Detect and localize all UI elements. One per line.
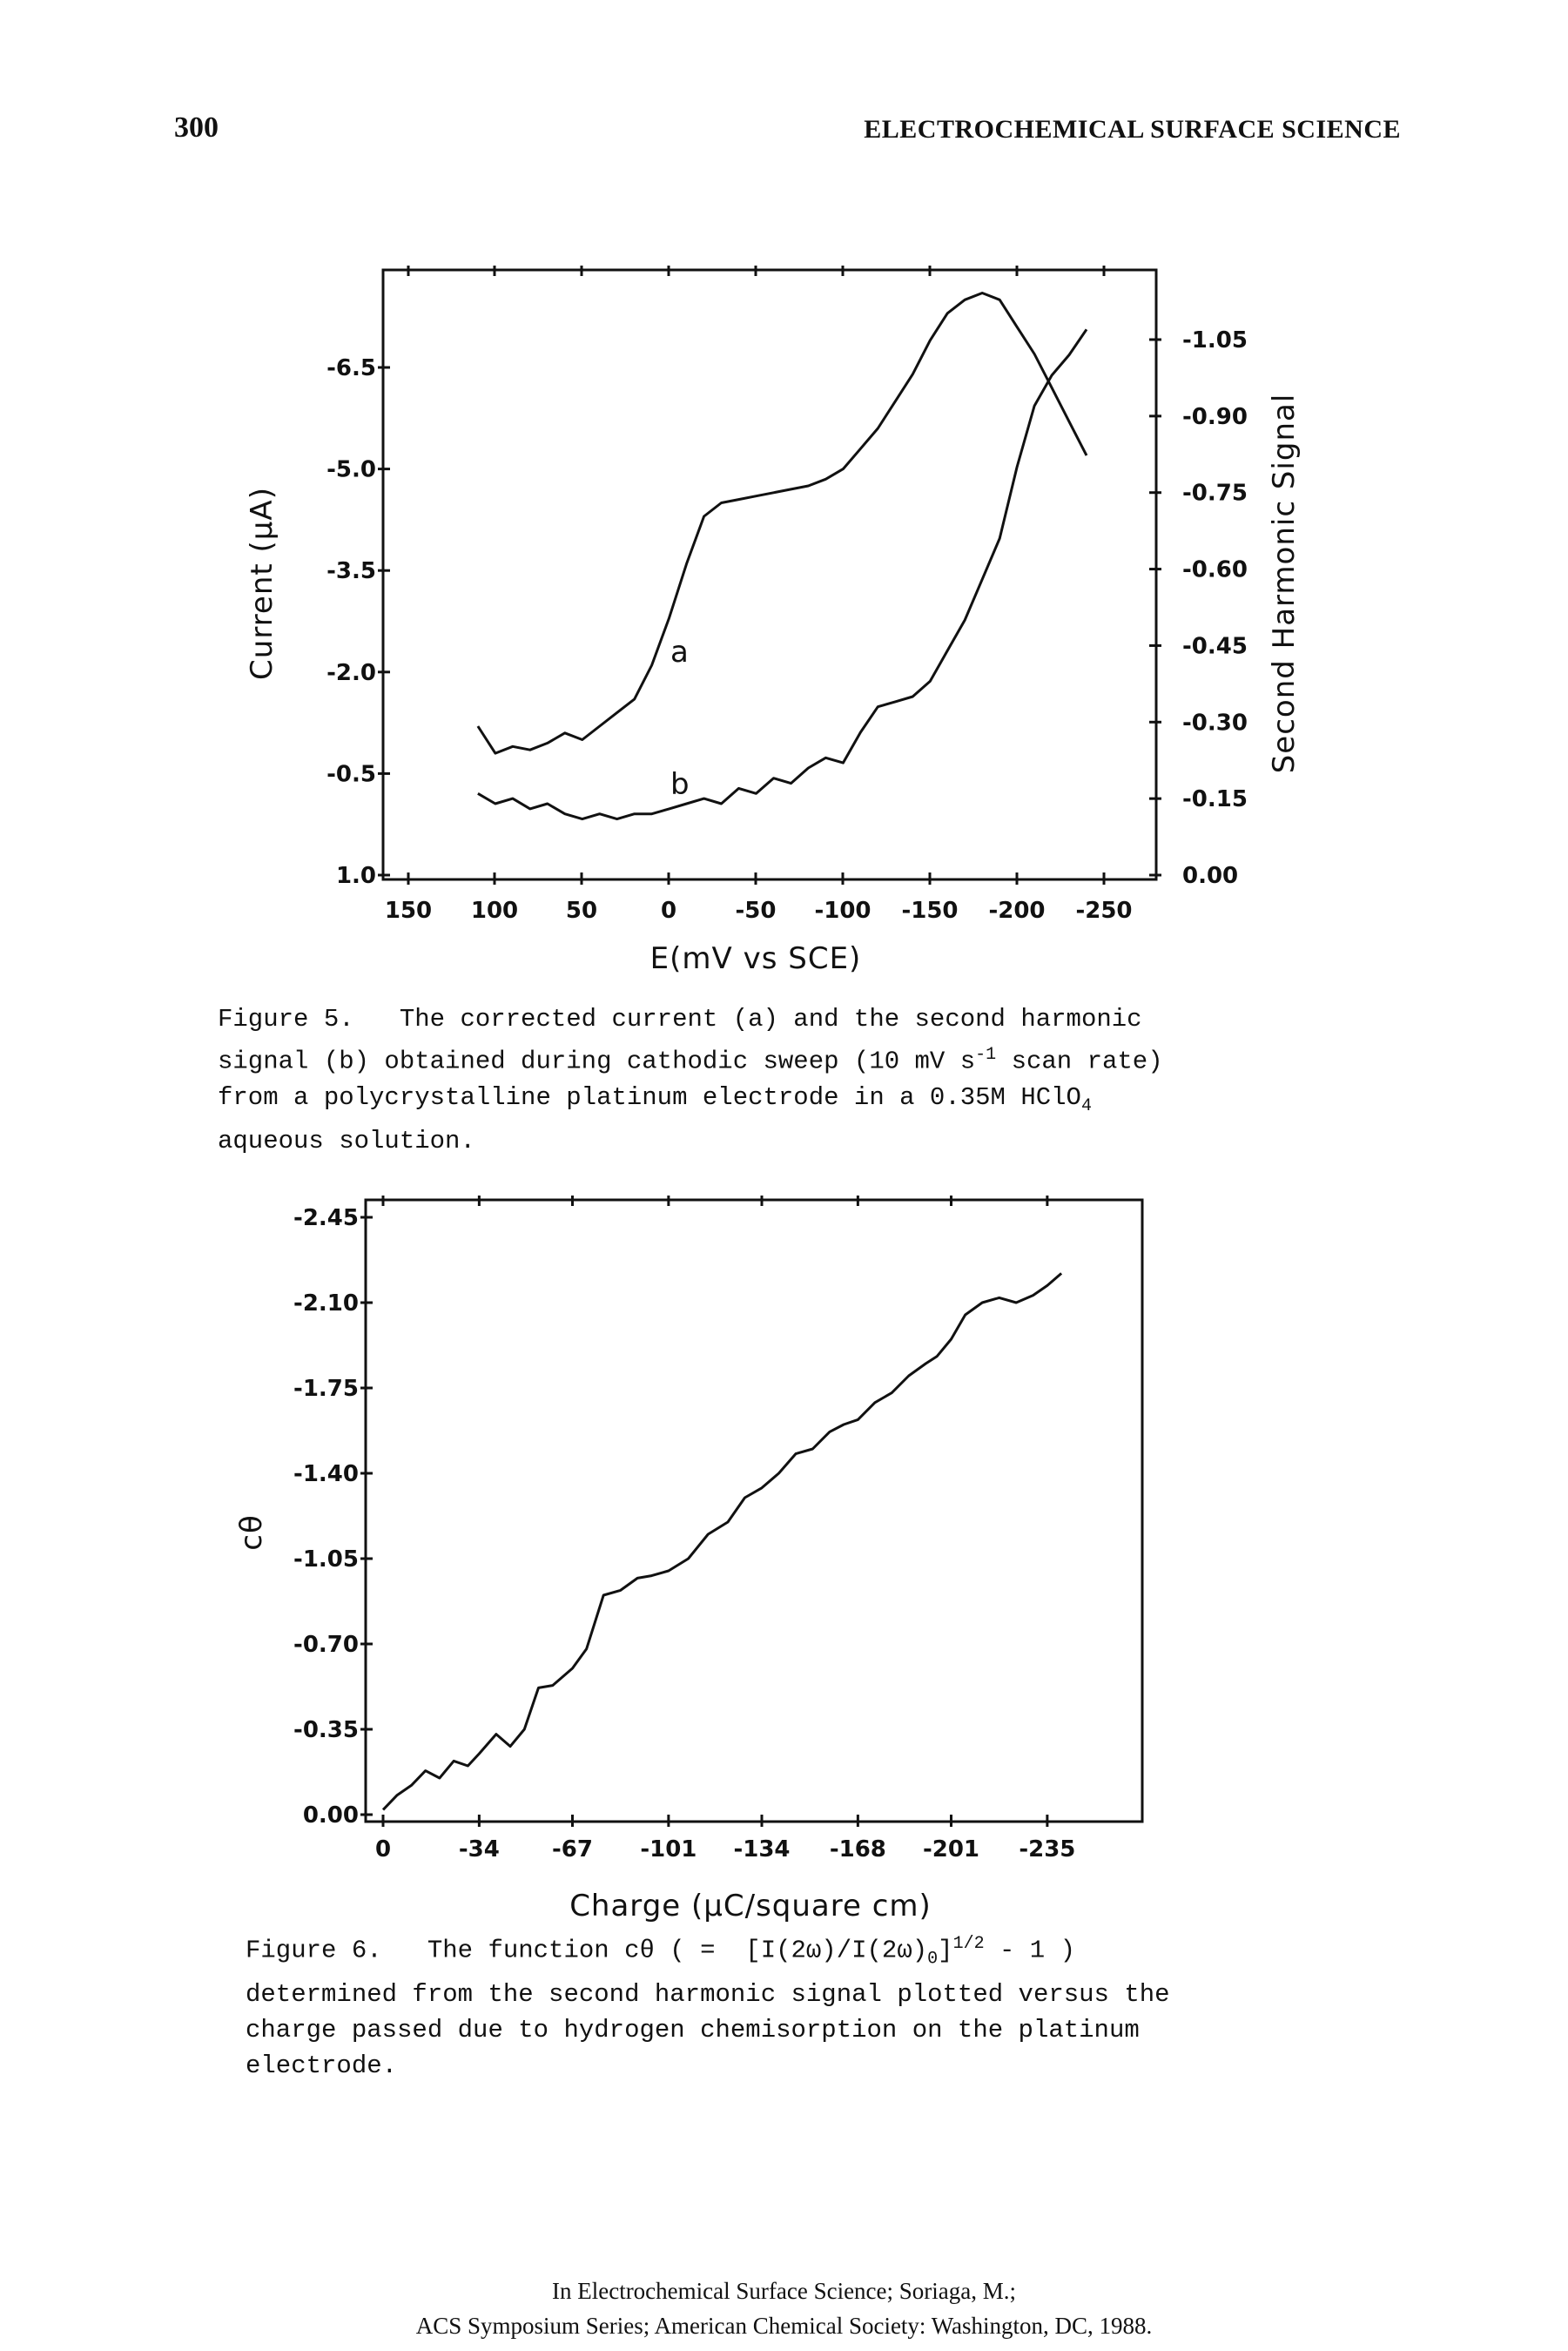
figure-5-chart: 150 100 50 0 -50 -100 -150 -200 -250 -6.5 -5.0 -3.5… [245, 266, 1302, 976]
fig6-x-tick-label: -67 [552, 1836, 593, 1863]
fig5-x-tick-label: -150 [901, 898, 958, 924]
fig5-x-axis-label: E(mV vs SCE) [650, 941, 862, 976]
figure-6-caption: Figure 6. The function cθ ( = [I(2ω)/I(2… [246, 1926, 1170, 2084]
fig5-caption-line2: signal (b) obtained during cathodic swee… [218, 1047, 976, 1076]
fig6-caption-bracket: ] [938, 1936, 953, 1965]
fig5-x-tick-label: 50 [566, 898, 597, 924]
fig5-caption-line2-tail: scan rate) [996, 1047, 1163, 1076]
running-title: ELECTROCHEMICAL SURFACE SCIENCE [864, 115, 1401, 144]
fig5-y2-tick-label: -0.15 [1182, 786, 1248, 812]
fig5-curve-label-a: a [670, 635, 690, 670]
fig5-caption-sub: 4 [1080, 1095, 1092, 1116]
fig5-y-axis-label: Current (µA) [245, 487, 279, 680]
fig5-y2-tick-label: 0.00 [1182, 863, 1238, 889]
fig6-y-tick-label: -1.05 [293, 1546, 359, 1573]
fig6-y-tick-label: 0.00 [303, 1802, 359, 1829]
footer-citation-line1: In Electrochemical Surface Science; Sori… [551, 2278, 1017, 2304]
fig6-caption-line1: Figure 6. The function cθ ( = [I(2ω)/I(2… [246, 1936, 928, 1965]
fig6-plot-frame [364, 1198, 1144, 1823]
fig5-y2-tick-label: -0.45 [1182, 633, 1248, 659]
fig6-y-axis-label: cθ [234, 1514, 269, 1551]
fig6-x-tick-label: -235 [1019, 1836, 1075, 1863]
fig5-plot-frame [381, 268, 1158, 881]
fig5-series-b-line [477, 328, 1088, 821]
fig6-x-tick-label: -168 [830, 1836, 886, 1863]
fig5-caption-sup: -1 [975, 1045, 997, 1065]
fig6-y-tick-label: -0.35 [293, 1717, 359, 1743]
fig5-x-tick-label: 0 [661, 898, 676, 924]
fig5-y-tick-label: -2.0 [326, 660, 376, 686]
fig5-y2-tick-label: -0.60 [1182, 557, 1248, 583]
fig6-caption-line3: charge passed due to hydrogen chemisorpt… [246, 2016, 1140, 2045]
page-number: 300 [174, 111, 219, 144]
fig6-caption-line2: determined from the second harmonic sign… [246, 1980, 1170, 2010]
fig6-y-tick-label: -1.40 [293, 1461, 359, 1487]
fig5-caption-line1: Figure 5. The corrected current (a) and … [218, 1005, 1142, 1034]
fig5-x-tick-label: 100 [471, 898, 518, 924]
fig6-caption-line4: electrode. [246, 2051, 398, 2081]
fig5-x-tick-label: -200 [988, 898, 1045, 924]
fig6-series-line [381, 1272, 1063, 1811]
fig5-series-a-line [476, 292, 1088, 755]
footer-citation-line2: ACS Symposium Series; American Chemical … [415, 2313, 1153, 2339]
fig5-y-tick-label: -5.0 [326, 457, 376, 483]
fig5-x-tick-label: -250 [1075, 898, 1132, 924]
fig5-x-tick-label: 150 [385, 898, 432, 924]
fig5-y2-tick-label: -0.90 [1182, 404, 1248, 430]
fig5-y-tick-label: -0.5 [326, 761, 376, 787]
fig6-y-tick-label: -2.10 [293, 1290, 359, 1317]
fig6-x-tick-label: -101 [640, 1836, 697, 1863]
fig6-x-axis-label: Charge (µC/square cm) [569, 1889, 932, 1923]
fig6-caption-sub: 0 [927, 1949, 939, 1970]
fig5-y2-tick-label: -0.75 [1182, 481, 1248, 507]
fig5-y-tick-label: -3.5 [326, 558, 376, 584]
fig5-caption-line4: aqueous solution. [218, 1127, 475, 1156]
fig5-y-tick-label: -6.5 [326, 355, 376, 381]
fig6-y-tick-label: -2.45 [293, 1205, 359, 1231]
fig6-y-tick-label: -0.70 [293, 1632, 359, 1658]
fig5-y-tick-label: 1.0 [336, 863, 376, 889]
fig5-y2-tick-label: -1.05 [1182, 327, 1248, 354]
fig5-caption-line3: from a polycrystalline platinum electrod… [218, 1082, 1081, 1112]
fig6-x-tick-label: -201 [923, 1836, 979, 1863]
fig5-x-tick-label: -100 [814, 898, 871, 924]
fig5-y2-tick-label: -0.30 [1182, 710, 1248, 736]
fig6-caption-tail: - 1 ) [984, 1936, 1075, 1965]
fig5-x-tick-label: -50 [736, 898, 777, 924]
figure-6-chart: 0 -34 -67 -101 -134 -168 -201 -235 -2.45 -2.10 -1.… [234, 1196, 1144, 1923]
fig6-x-tick-label: -34 [459, 1836, 500, 1863]
fig6-caption-sup: 1/2 [952, 1934, 985, 1954]
fig6-y-tick-label: -1.75 [293, 1376, 359, 1402]
figure-5-caption: Figure 5. The corrected current (a) and … [218, 1001, 1163, 1159]
fig5-y2-axis-label: Second Harmonic Signal [1267, 394, 1302, 774]
fig6-x-tick-label: -134 [733, 1836, 790, 1863]
fig5-curve-label-b: b [670, 767, 690, 802]
fig6-x-tick-label: 0 [375, 1836, 391, 1863]
